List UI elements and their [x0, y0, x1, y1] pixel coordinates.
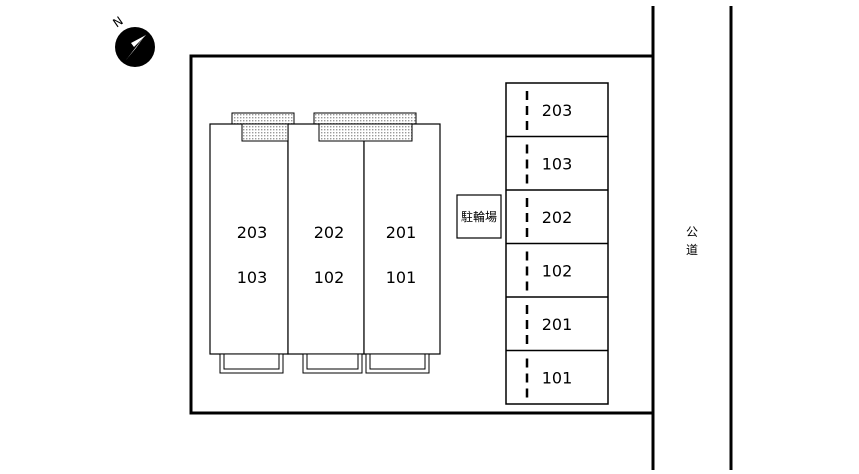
bicycle-parking-label: 駐輪場 [461, 209, 497, 224]
entrance-steps [219, 353, 430, 374]
room-label-103: 103 [237, 268, 268, 287]
parking-space-label: 101 [542, 368, 573, 387]
parking-space-label: 202 [542, 208, 573, 227]
site-boundary [189, 54, 655, 415]
room-label-101: 101 [386, 268, 417, 287]
bicycle-parking-box [456, 194, 502, 239]
parking-space-label: 203 [542, 101, 573, 120]
room-label-201: 201 [386, 223, 417, 242]
parking-space-label: 102 [542, 261, 573, 280]
building [209, 123, 441, 355]
parking-dividers [506, 91, 608, 398]
room-label-203: 203 [237, 223, 268, 242]
room-label-202: 202 [314, 223, 345, 242]
road-label-char-1: 公 [686, 225, 698, 239]
parking-space-label: 201 [542, 315, 573, 334]
road-label-char-2: 道 [686, 243, 698, 257]
parking-labels: 203 103 202 102 201 101 [542, 101, 573, 388]
compass-north-label: N [110, 14, 125, 31]
building-unit-1 [209, 123, 289, 355]
compass-icon: N [110, 14, 155, 67]
room-label-102: 102 [314, 268, 345, 287]
parking-space-label: 103 [542, 154, 573, 173]
